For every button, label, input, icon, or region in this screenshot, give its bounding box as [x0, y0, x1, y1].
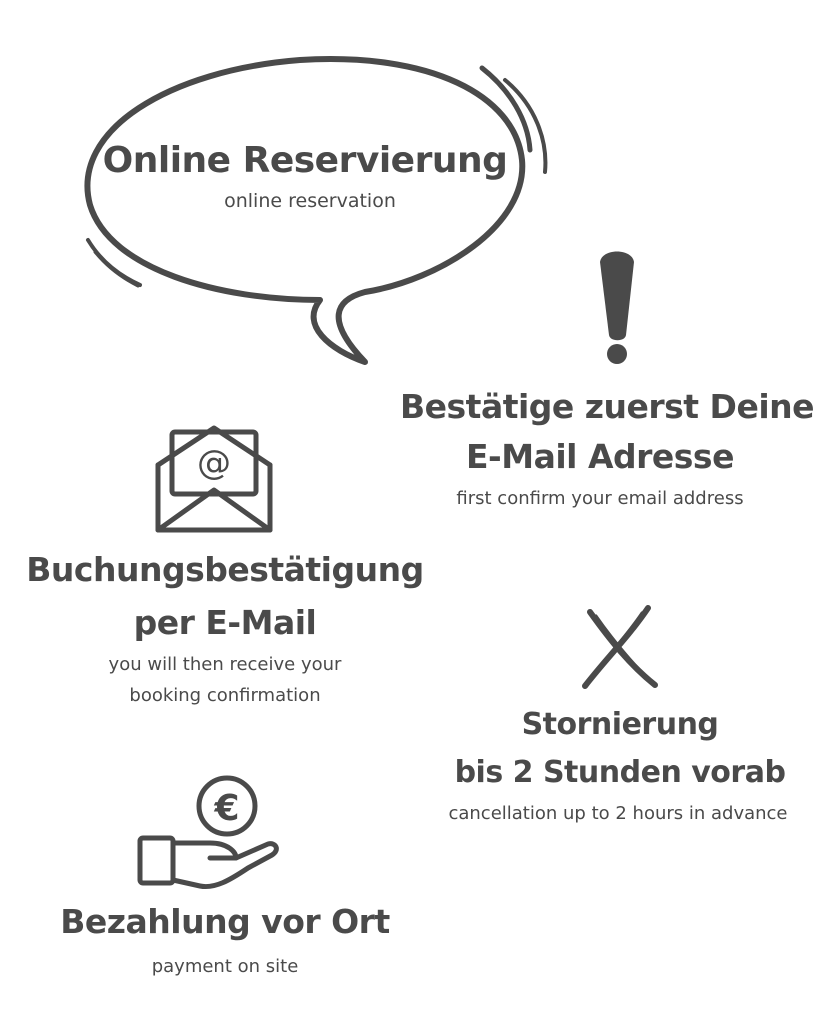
payment-title: Bezahlung vor Ort [60, 902, 390, 941]
cancellation-title-line2: bis 2 Stunden vorab [454, 755, 786, 790]
confirm-email-subtitle: first confirm your email address [456, 488, 744, 509]
svg-text:@: @ [197, 443, 231, 483]
confirm-email-title-line1: Bestätige zuerst Deine [400, 387, 815, 426]
svg-text:€: € [213, 788, 239, 829]
confirm-email-title-line2: E-Mail Adresse [466, 437, 734, 476]
cancellation-subtitle: cancellation up to 2 hours in advance [448, 803, 788, 824]
booking-subtitle-line1: you will then receive your [108, 654, 342, 675]
booking-title-line2: per E-Mail [133, 603, 317, 642]
booking-title-line1: Buchungsbestätigung [26, 550, 424, 589]
cancellation-title-line1: Stornierung [521, 707, 719, 742]
booking-subtitle-line2: booking confirmation [129, 685, 321, 706]
payment-subtitle: payment on site [151, 956, 299, 977]
bubble-title: Online Reservierung [102, 140, 508, 181]
bubble-subtitle: online reservation [224, 190, 396, 212]
